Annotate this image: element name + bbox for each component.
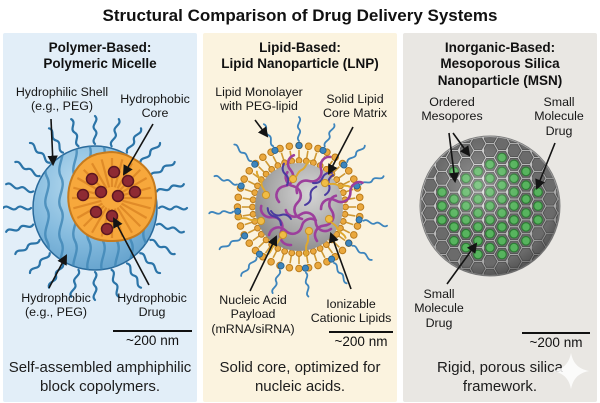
panel-lipid-nanoparticle: Lipid-Based: Lipid Nanoparticle (LNP) Li…: [203, 33, 397, 402]
panel-mesoporous-silica: Inorganic-Based: Mesoporous Silica Nanop…: [403, 33, 597, 402]
label-hydrophobic-drug: Hydrophobic Drug: [117, 291, 187, 320]
label-small-molecule-drug-top: Small Molecule Drug: [534, 95, 584, 138]
micelle-illustration: [3, 114, 189, 302]
panel-header: Inorganic-Based: Mesoporous Silica Nanop…: [437, 40, 563, 88]
panel-header: Polymer-Based: Polymeric Micelle: [43, 40, 157, 72]
scale-bar: ~200 nm: [329, 331, 393, 349]
label-solid-lipid-core: Solid Lipid Core Matrix: [322, 92, 388, 121]
label-nucleic-acid-payload: Nucleic Acid Payload (mRNA/siRNA): [211, 293, 295, 336]
sparkle-icon: [553, 353, 589, 389]
panel-caption: Solid core, optimized for nucleic acids.: [219, 359, 381, 395]
scale-bar-label: ~200 nm: [529, 335, 583, 350]
annotation-arrows: [446, 132, 556, 285]
scale-bar-line: [522, 332, 590, 334]
panel-caption: Self-assembled amphiphilic block copolym…: [8, 359, 192, 395]
label-hydrophobic-core: Hydrophobic Core: [120, 92, 190, 121]
label-hydrophobic-peg: Hydrophobic (e.g., PEG): [21, 291, 91, 320]
annotation-arrows: [249, 119, 354, 292]
label-small-molecule-drug-bottom: Small Molecule Drug: [414, 287, 464, 330]
msn-sphere-shading: [420, 136, 560, 276]
scale-bar-line: [113, 330, 192, 332]
lnp-illustration: [208, 116, 389, 298]
label-lipid-monolayer: Lipid Monolayer with PEG-lipid: [215, 85, 303, 114]
panel-polymeric-micelle: Polymer-Based: Polymeric Micelle Hydroph…: [3, 33, 197, 402]
micelle-hydrophobic-core: [67, 150, 157, 242]
msn-illustration: [419, 132, 561, 285]
panel-caption: Rigid, porous silica framework.: [437, 359, 563, 395]
label-hydrophilic-shell: Hydrophilic Shell (e.g., PEG): [15, 85, 109, 114]
scale-bar-label: ~200 nm: [334, 334, 388, 349]
label-ordered-mesopores: Ordered Mesopores: [421, 95, 483, 124]
drug-molecules: [76, 165, 142, 236]
annotation-arrows: [47, 118, 154, 289]
scale-bar: ~200 nm: [522, 332, 590, 350]
scale-bar-line: [329, 331, 393, 333]
panel-header: Lipid-Based: Lipid Nanoparticle (LNP): [221, 40, 379, 72]
figure-title: Structural Comparison of Drug Delivery S…: [102, 6, 498, 25]
label-ionizable-cationic-lipids: Ionizable Cationic Lipids: [310, 297, 392, 326]
scale-bar: ~200 nm: [113, 330, 192, 348]
scale-bar-label: ~200 nm: [126, 333, 179, 348]
